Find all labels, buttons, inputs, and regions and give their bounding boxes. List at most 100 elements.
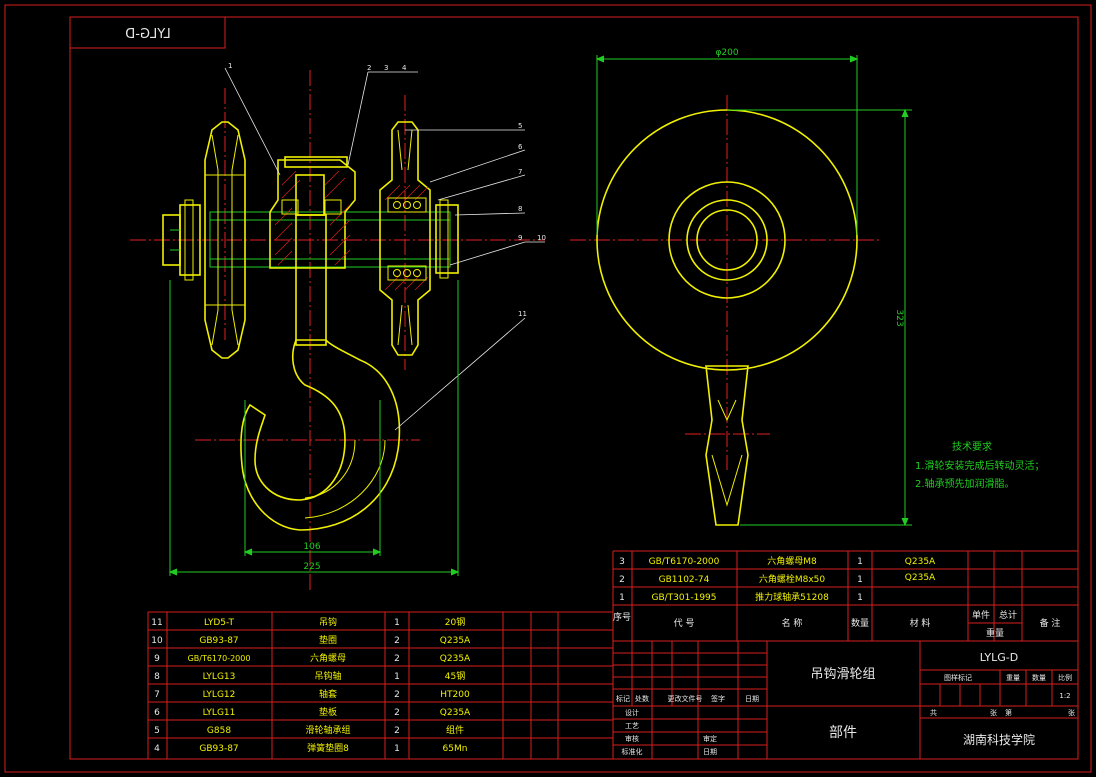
reverse-code-text: LYLG-D	[125, 27, 170, 42]
bom-header-no: 序号	[613, 611, 631, 623]
svg-text:更改文件号: 更改文件号	[668, 694, 703, 703]
svg-text:LYLG12: LYLG12	[203, 690, 236, 700]
svg-text:HT200: HT200	[440, 690, 470, 700]
svg-text:标记: 标记	[616, 694, 630, 703]
bom-lower-row: 10 GB93-87 垫圈 2 Q235A	[151, 634, 471, 646]
svg-text:2: 2	[619, 575, 625, 585]
callout-5: 5	[518, 122, 522, 130]
svg-text:Q235A: Q235A	[905, 557, 936, 567]
bom-lower-row: 5 G858 滑轮轴承组 2 组件	[154, 724, 464, 736]
dim-225: 225	[303, 562, 320, 572]
callout-7: 7	[518, 168, 522, 176]
bom-upper-row: 3 GB/T6170-2000 六角螺母M8 1 Q235A	[619, 555, 936, 567]
svg-text:1: 1	[857, 557, 863, 567]
svg-text:1: 1	[857, 593, 863, 603]
callout-3: 3	[384, 64, 388, 72]
bom-header-note: 备 注	[1040, 617, 1061, 629]
scale-value: 1:2	[1059, 692, 1070, 700]
svg-text:处数: 处数	[635, 694, 649, 703]
bom-header-unit: 单件	[972, 609, 990, 621]
hook-body	[240, 339, 401, 531]
svg-text:Q235A: Q235A	[440, 708, 471, 718]
bore-circle	[696, 209, 758, 271]
svg-text:Q235A: Q235A	[440, 636, 471, 646]
reverse-code-box	[69, 16, 226, 49]
dim-106: 106	[303, 542, 320, 552]
front-view: φ200 323	[570, 48, 912, 527]
bom-lower-grid	[147, 611, 613, 759]
bom-lower-row: 11 LYD5-T 吊钩 1 20钢	[151, 616, 465, 628]
svg-text:Q235A: Q235A	[905, 573, 936, 583]
dim-200: φ200	[715, 48, 738, 58]
svg-text:张: 张	[990, 708, 997, 717]
bom-upper-row: 2 GB1102-74 六角螺栓M8x50 1 Q235A	[619, 573, 936, 585]
svg-text:2: 2	[394, 636, 400, 646]
drawing-type: 部件	[829, 725, 857, 741]
svg-text:垫板: 垫板	[319, 706, 337, 718]
svg-text:2: 2	[394, 654, 400, 664]
top-nut	[284, 156, 348, 168]
bearing-circle	[686, 199, 768, 281]
bearing-bottom	[387, 265, 427, 281]
tech-req-2: 2.轴承预先加润滑脂。	[915, 477, 1015, 490]
callout-8: 8	[518, 205, 522, 213]
callout-4: 4	[402, 64, 407, 72]
title-block-grid	[613, 551, 1079, 760]
svg-text:第: 第	[1005, 708, 1012, 717]
bom-header: 序号 代 号 名 称 数量 材 料 单件 总计 重量 备 注	[613, 609, 1060, 639]
svg-text:吊钩轴: 吊钩轴	[314, 670, 341, 682]
svg-text:吊钩: 吊钩	[319, 616, 337, 628]
svg-text:轴套: 轴套	[319, 688, 337, 700]
svg-text:弹簧垫圈8: 弹簧垫圈8	[307, 742, 349, 754]
callout-1: 1	[228, 62, 232, 70]
svg-text:比例: 比例	[1058, 673, 1072, 682]
bom-header-code: 代 号	[674, 618, 695, 629]
svg-text:数量: 数量	[1032, 673, 1046, 682]
svg-text:6: 6	[154, 708, 160, 718]
svg-text:签字: 签字	[711, 694, 725, 703]
svg-text:重量: 重量	[1006, 674, 1020, 682]
bom-lower-rows: 11 LYD5-T 吊钩 1 20钢 10 GB93-87 垫圈 2 Q235A…	[151, 616, 471, 754]
svg-text:GB/T6170-2000: GB/T6170-2000	[649, 557, 720, 567]
svg-text:审核: 审核	[625, 734, 639, 743]
svg-text:2: 2	[394, 726, 400, 736]
bom-lower-row: 4 GB93-87 弹簧垫圈8 1 65Mn	[154, 742, 467, 754]
svg-text:4: 4	[154, 744, 160, 754]
bom-upper-grid	[612, 550, 1078, 759]
bom-upper-rows: 3 GB/T6170-2000 六角螺母M8 1 Q235A 2 GB1102-…	[619, 555, 936, 603]
bom-header-qty: 数量	[851, 617, 869, 629]
svg-text:7: 7	[154, 690, 160, 700]
svg-text:5: 5	[154, 726, 160, 736]
svg-text:1: 1	[857, 575, 863, 585]
svg-text:1: 1	[619, 593, 625, 603]
svg-text:3: 3	[619, 557, 625, 567]
svg-text:11: 11	[151, 618, 162, 628]
bom-lower-row: 8 LYLG13 吊钩轴 1 45钢	[154, 670, 465, 682]
svg-text:2: 2	[394, 690, 400, 700]
svg-text:GB93-87: GB93-87	[199, 744, 238, 754]
bom-upper-row: 1 GB/T301-1995 推力球轴承51208 1	[619, 591, 863, 603]
svg-text:G858: G858	[207, 726, 231, 736]
svg-text:Q235A: Q235A	[440, 654, 471, 664]
dim-lines-left	[168, 280, 460, 576]
svg-text:工艺: 工艺	[625, 722, 639, 730]
drawing-name: 吊钩滑轮组	[810, 667, 875, 682]
svg-text:共: 共	[930, 708, 937, 717]
callout-6: 6	[518, 143, 523, 151]
svg-text:日期: 日期	[745, 695, 759, 703]
bearing-top	[387, 197, 427, 213]
right-end-nut	[435, 204, 459, 274]
dim-323	[727, 108, 912, 527]
svg-text:六角螺母: 六角螺母	[310, 652, 346, 664]
callout-9: 9	[518, 234, 522, 242]
drawing-code: LYLG-D	[980, 651, 1018, 664]
svg-text:滑轮轴承组: 滑轮轴承组	[305, 724, 350, 736]
svg-text:1: 1	[394, 672, 400, 682]
callout-numbers: 1 2 3 4 5 6 7 8 9 10 11	[228, 62, 546, 318]
svg-text:标准化: 标准化	[622, 747, 643, 756]
dim-phi200	[595, 55, 859, 235]
dim-323-text: 323	[894, 309, 904, 326]
bom-header-mat: 材 料	[910, 617, 931, 629]
svg-text:GB/T301-1995: GB/T301-1995	[651, 593, 716, 603]
